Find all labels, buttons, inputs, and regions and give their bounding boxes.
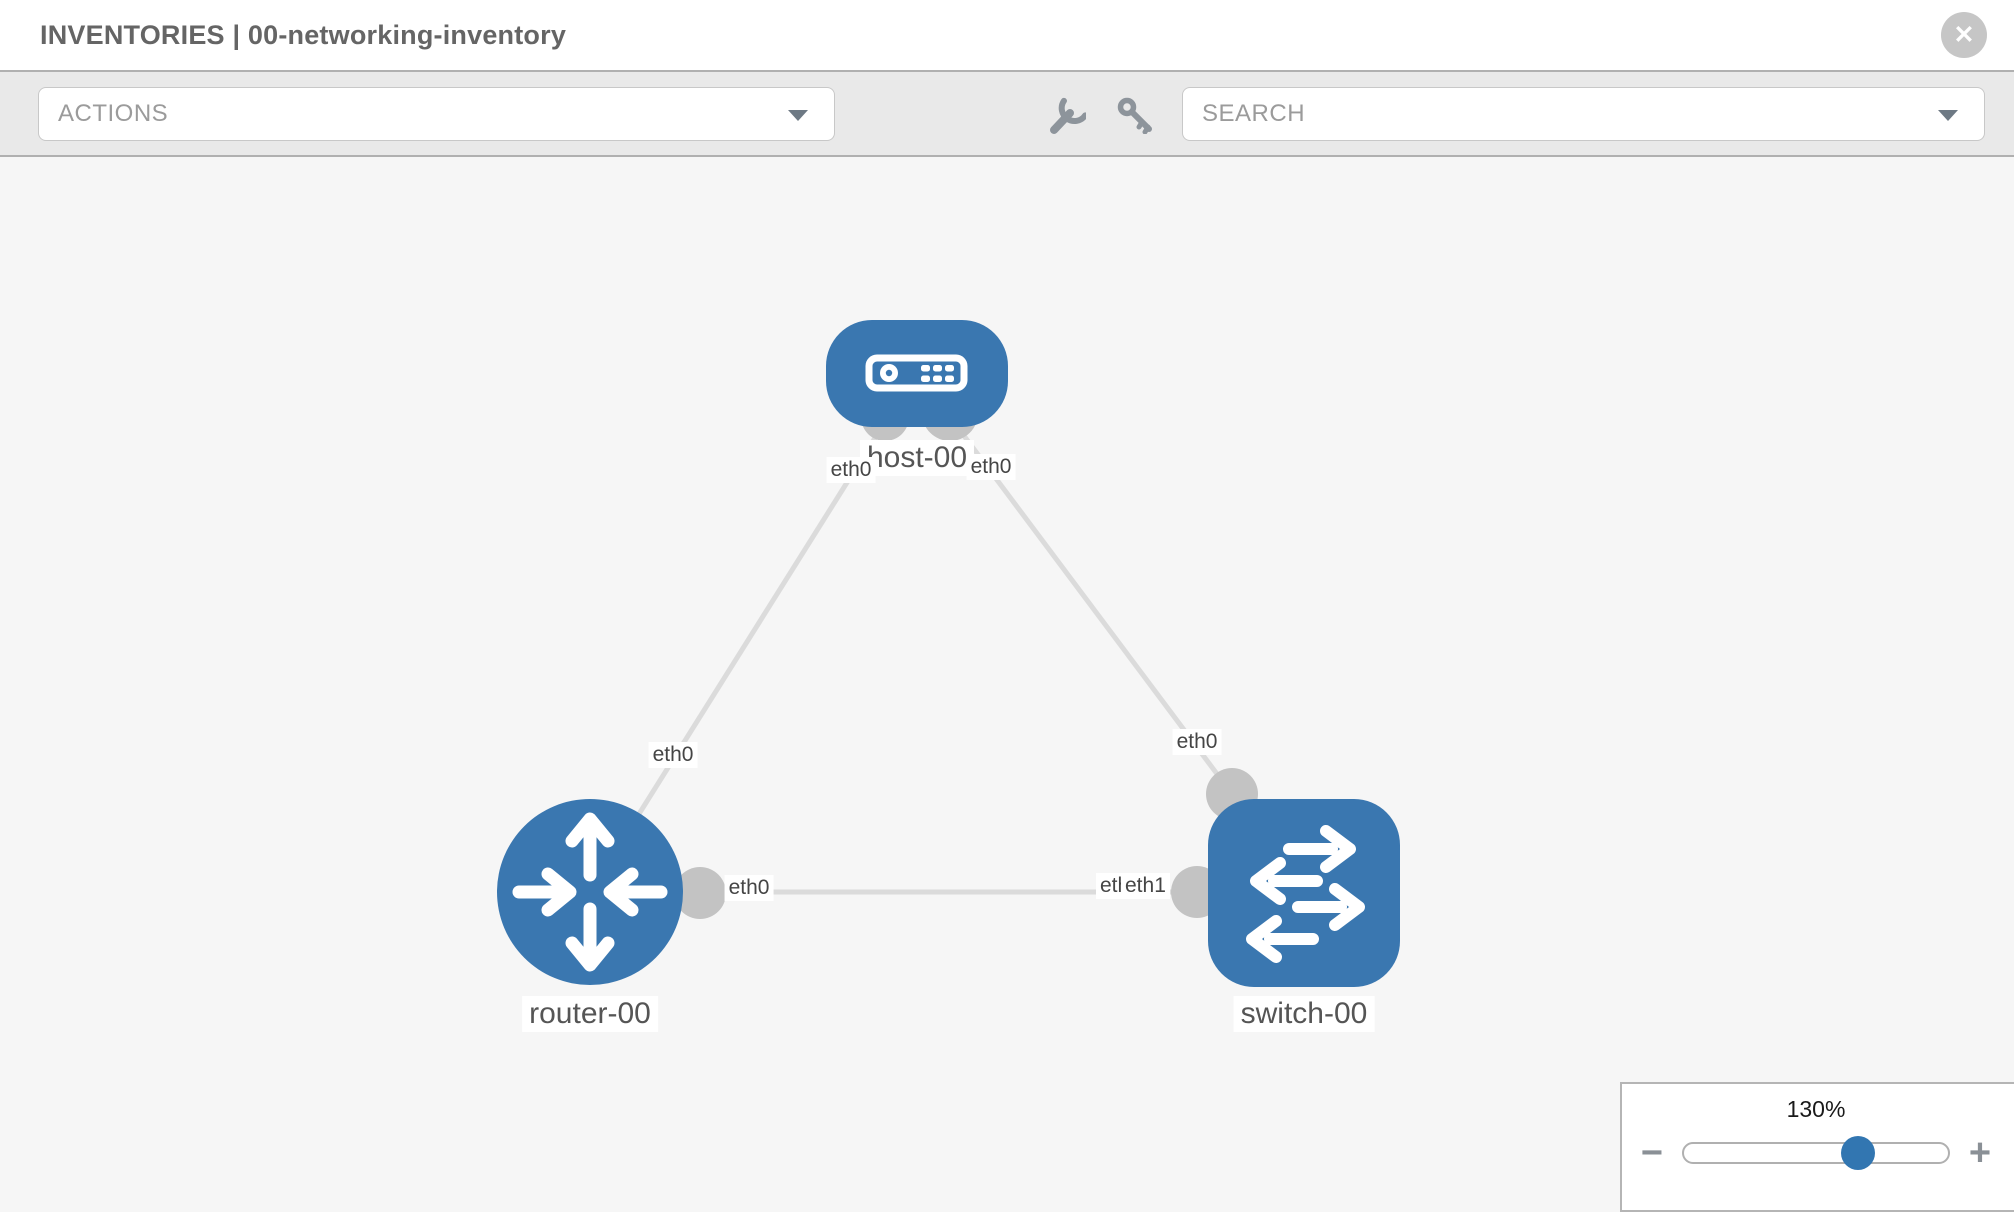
host-node-label[interactable]: host-00 [859,440,975,476]
interface-label-switch-top: eth0 [1172,729,1222,755]
node-switch-00[interactable] [1208,799,1400,987]
node-host-00[interactable] [826,320,1008,427]
close-icon: ✕ [1953,21,1975,49]
connector-router-eth0[interactable] [674,867,726,919]
zoom-panel: 130% − + [1620,1082,2014,1212]
key-icon[interactable] [1116,96,1154,134]
node-router-00[interactable] [497,799,683,985]
toolbar: ACTIONS SEARCH [0,70,2014,157]
search-dropdown-label: SEARCH [1202,100,1306,127]
router-node-label[interactable]: router-00 [522,996,658,1032]
zoom-slider[interactable] [1682,1136,1950,1170]
wrench-icon[interactable] [1048,96,1086,134]
search-dropdown[interactable]: SEARCH [1182,87,1985,141]
zoom-slider-handle[interactable] [1841,1136,1875,1170]
router-icon [512,812,668,972]
zoom-out-button[interactable]: − [1622,1133,1682,1173]
header-bar: INVENTORIES | 00-networking-inventory ✕ [0,0,2014,70]
minus-icon: − [1640,1132,1664,1174]
host-icon [865,354,968,392]
zoom-level: 130% [1786,1096,1846,1122]
zoom-in-button[interactable]: + [1950,1133,2010,1173]
interface-label-host-left: eth0 [826,457,876,483]
topology-graph [497,320,1400,987]
topology-canvas[interactable]: host-00 router-00 switch-00 eth0 eth0 et… [0,159,2014,1212]
interface-label-router-top: eth0 [648,742,698,768]
interface-label-mid-switch: eth1 [1121,873,1170,899]
plus-icon: + [1968,1132,1992,1174]
actions-dropdown[interactable]: ACTIONS [38,87,835,141]
page-title: INVENTORIES | 00-networking-inventory [40,20,567,50]
interface-label-host-right: eth0 [966,454,1016,480]
actions-dropdown-label: ACTIONS [58,100,169,127]
interface-label-mid-router: eth0 [724,875,774,901]
chevron-down-icon [788,110,808,121]
switch-icon [1246,825,1365,963]
switch-node-label[interactable]: switch-00 [1233,996,1375,1032]
close-button[interactable]: ✕ [1941,12,1987,58]
chevron-down-icon [1938,110,1958,121]
